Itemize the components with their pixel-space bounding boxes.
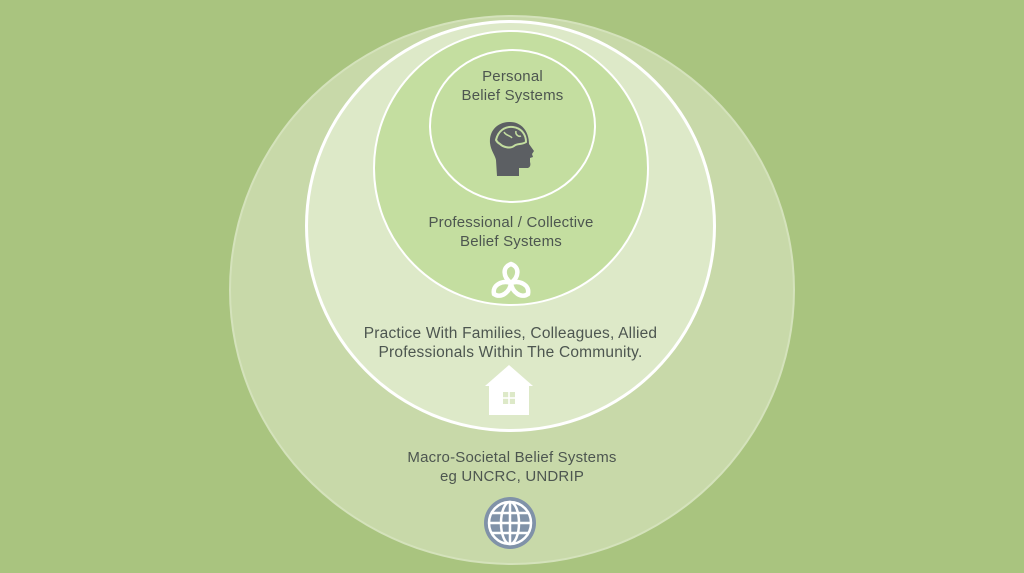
personal-label-line2: Belief Systems bbox=[461, 87, 564, 104]
personal-label: Personal Belief Systems bbox=[429, 67, 596, 105]
professional-label-line2: Belief Systems bbox=[460, 233, 562, 250]
macro-label: Macro-Societal Belief Systems eg UNCRC, … bbox=[229, 448, 795, 486]
personal-label-line1: Personal bbox=[482, 68, 543, 85]
globe-icon bbox=[484, 497, 536, 549]
practice-label: Practice With Families, Colleagues, Alli… bbox=[305, 324, 716, 362]
trefoil-icon bbox=[491, 261, 531, 298]
macro-label-line2: eg UNCRC, UNDRIP bbox=[439, 468, 585, 485]
practice-label-line1: Practice With Families, Colleagues, Alli… bbox=[363, 325, 658, 342]
house-icon bbox=[485, 365, 533, 415]
professional-label: Professional / Collective Belief Systems bbox=[373, 213, 649, 251]
macro-label-line1: Macro-Societal Belief Systems bbox=[407, 449, 617, 466]
head-icon bbox=[489, 122, 534, 176]
practice-label-line2: Professionals Within The Community. bbox=[378, 344, 643, 361]
professional-label-line1: Professional / Collective bbox=[428, 214, 594, 231]
